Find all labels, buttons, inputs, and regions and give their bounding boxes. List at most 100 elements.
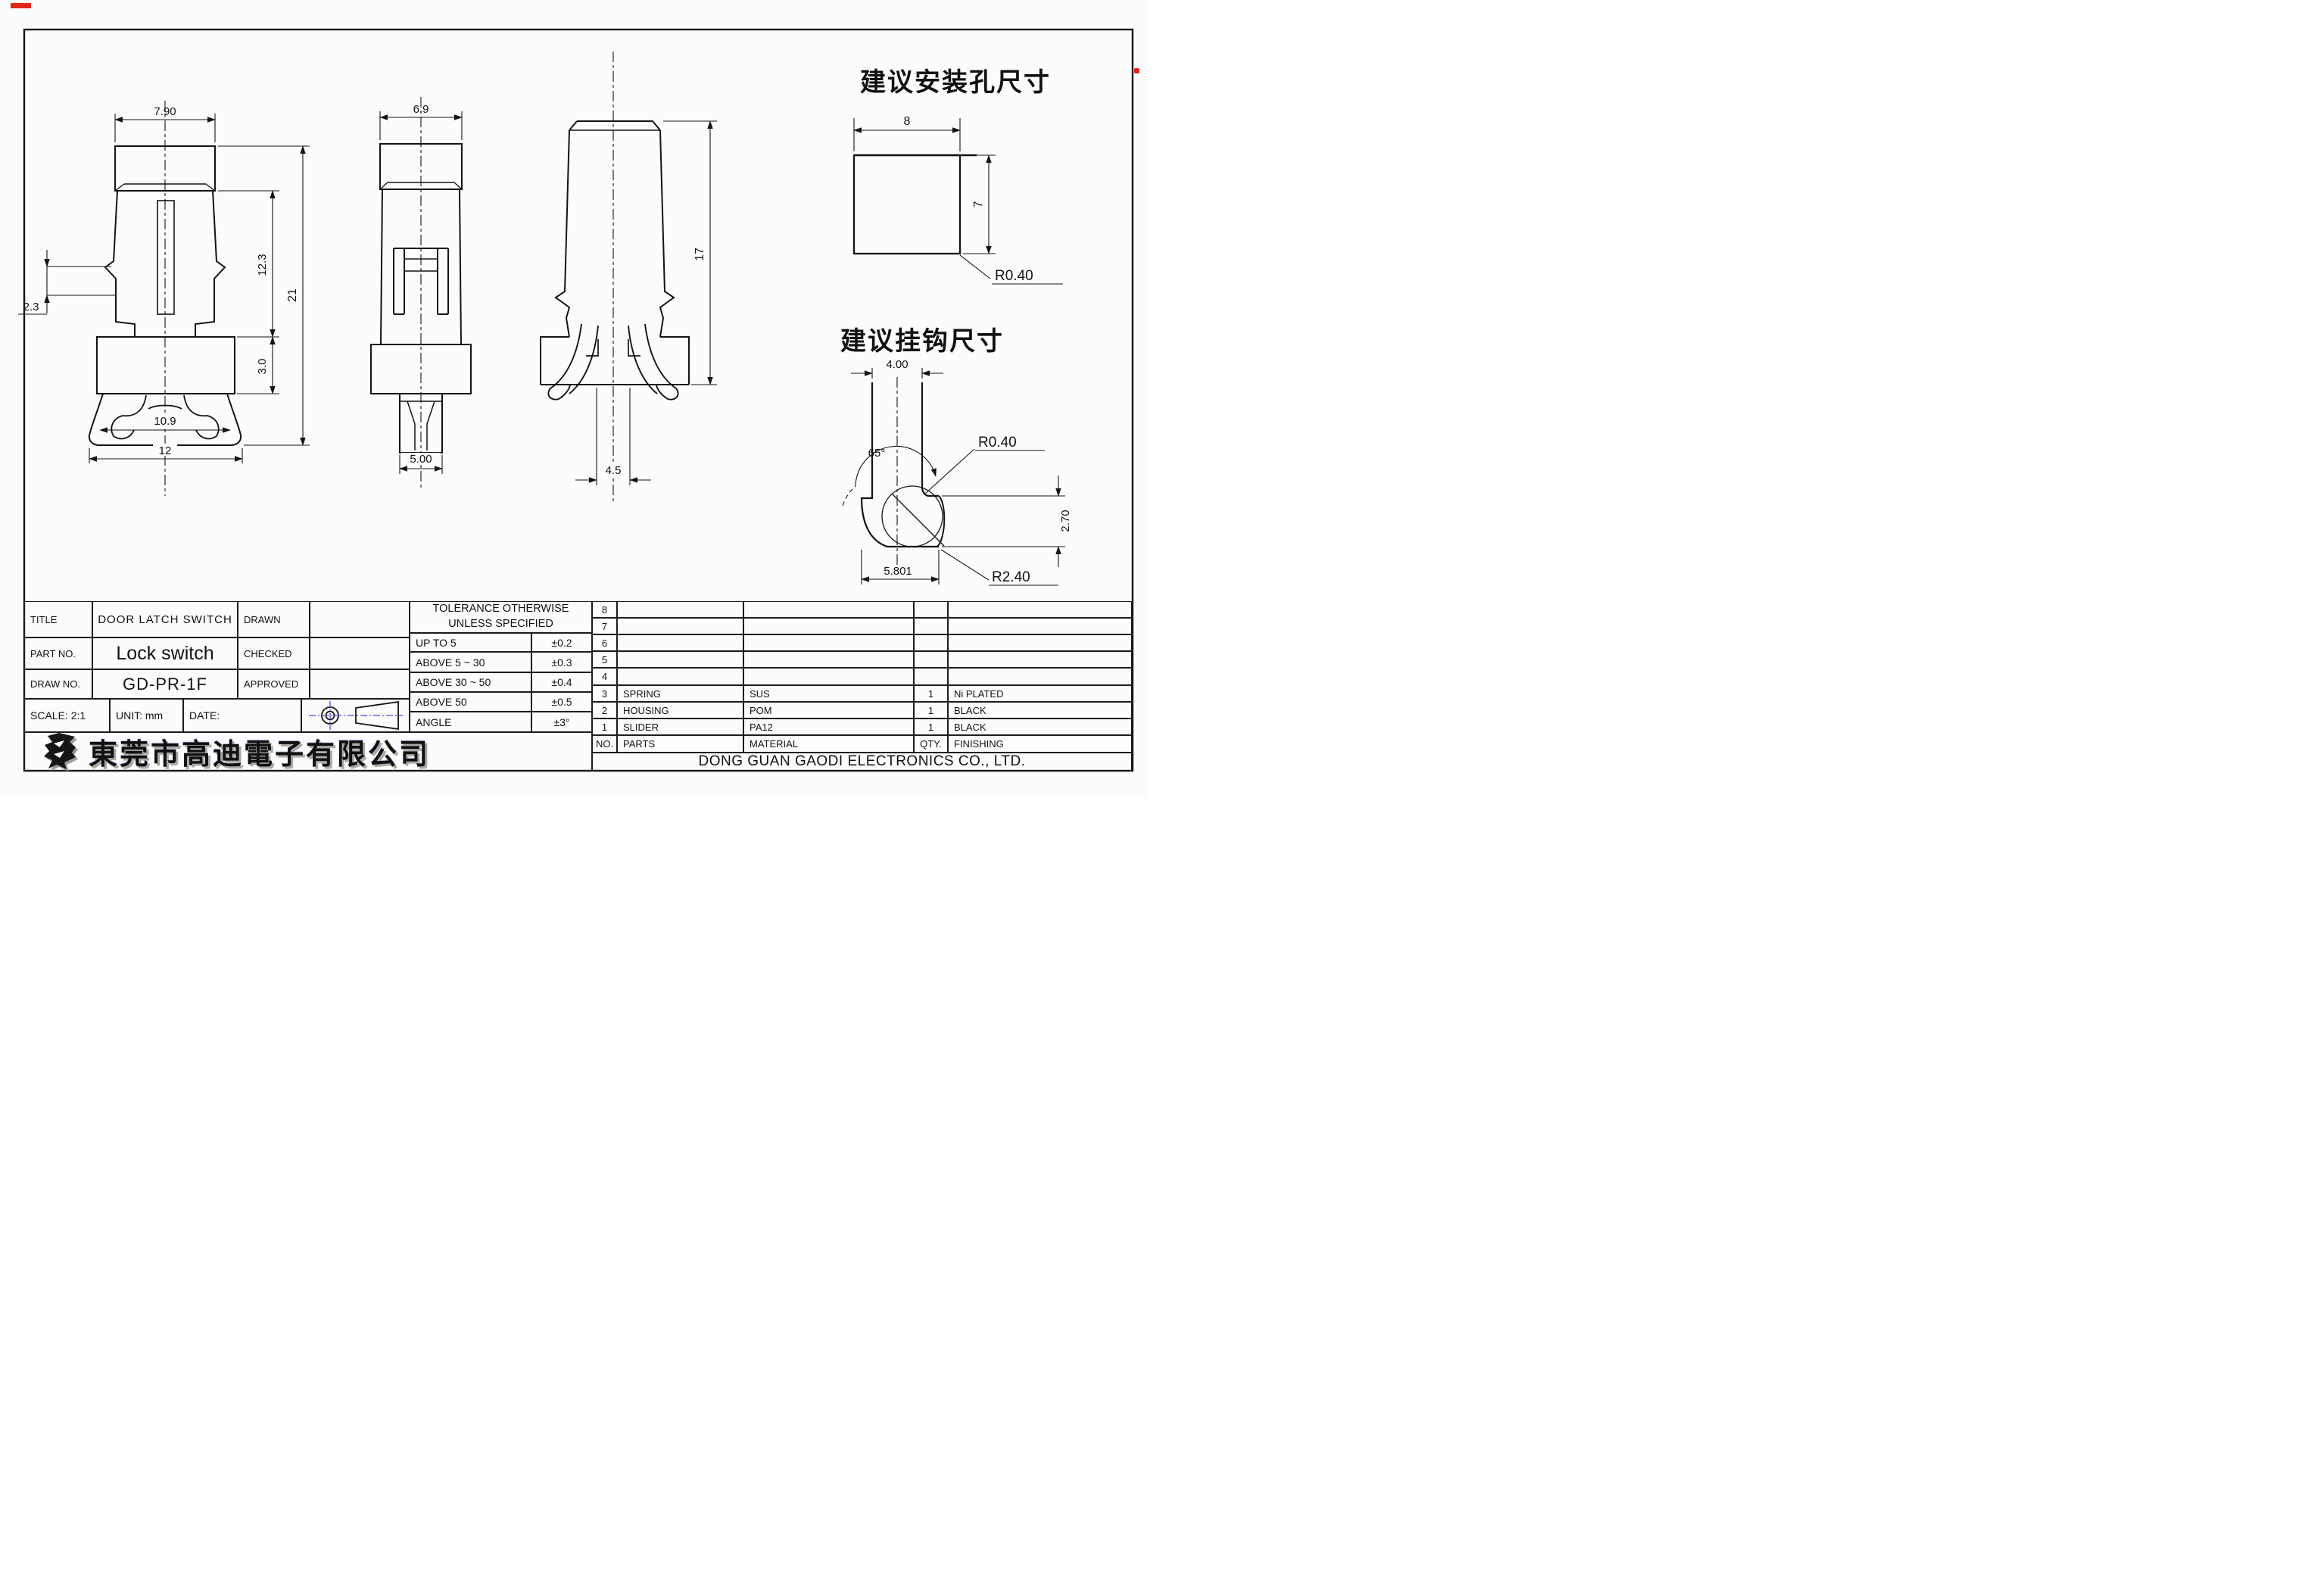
parts-finishing [948, 668, 1132, 685]
parts-part [617, 651, 743, 668]
front-view [88, 101, 242, 496]
partno-label-cell: PART NO. [24, 637, 92, 669]
parts-finishing: Ni PLATED [948, 685, 1132, 702]
hook-detail-dimensions [842, 368, 1065, 586]
scale-cell: SCALE: 2:1 [24, 699, 110, 732]
parts-finishing [948, 618, 1132, 634]
rear-dim-gap: 4.5 [606, 464, 622, 477]
rear-view-dimensions [575, 120, 717, 485]
rear-dim-height: 17 [693, 248, 706, 261]
mounting-hole-dimensions [853, 118, 1063, 285]
approved-value-cell [310, 669, 410, 699]
projection-symbol-cell [301, 699, 410, 732]
dim-mask [598, 464, 628, 476]
partno-value-cell: Lock switch [92, 637, 238, 669]
mount-dim-height: 7 [972, 201, 985, 207]
parts-part: HOUSING [617, 702, 743, 719]
hook-title: 建议挂钩尺寸 [840, 327, 1004, 356]
parts-header-parts: PARTS [617, 735, 743, 753]
parts-no: 2 [592, 702, 617, 719]
parts-finishing [948, 651, 1132, 668]
parts-material [743, 668, 914, 685]
rear-view [540, 51, 690, 501]
front-dim-latch: 2.3 [23, 301, 39, 313]
checked-label-cell: CHECKED [238, 637, 310, 669]
parts-qty: 1 [914, 685, 948, 702]
parts-part [617, 668, 743, 685]
title-label-cell: TITLE [24, 601, 92, 637]
tolerance-range: ABOVE 50 [410, 692, 531, 712]
parts-finishing [948, 634, 1132, 651]
parts-part [617, 601, 743, 618]
scan-artifact-right [1134, 68, 1139, 73]
parts-qty: 1 [914, 719, 948, 735]
unit-cell: UNIT: mm [110, 699, 183, 732]
tolerance-range: ANGLE [410, 712, 531, 732]
hook-dim-radius-bottom: R2.40 [992, 569, 1030, 585]
parts-qty [914, 601, 948, 618]
parts-finishing: BLACK [948, 719, 1132, 735]
sheet-border [23, 28, 1134, 772]
drawn-label-cell: DRAWN [238, 601, 310, 637]
drawno-label-cell: DRAW NO. [24, 669, 92, 699]
drawn-value-cell [310, 601, 410, 637]
date-cell: DATE: [183, 699, 301, 732]
front-dim-slot: 12.3 [256, 254, 269, 276]
hook-dim-radius-top: R0.40 [978, 435, 1017, 450]
parts-header-material: MATERIAL [743, 735, 914, 753]
mount-dim-radius: R0.40 [995, 268, 1033, 284]
parts-material: PA12 [743, 719, 914, 735]
parts-material [743, 601, 914, 618]
parts-part: SPRING [617, 685, 743, 702]
parts-qty [914, 634, 948, 651]
tolerance-value: ±0.4 [531, 672, 592, 692]
mounting-hole-title: 建议安装孔尺寸 [860, 68, 1051, 97]
parts-material [743, 651, 914, 668]
front-view-dimensions [18, 114, 310, 463]
tolerance-value: ±3° [531, 712, 592, 732]
parts-no: 3 [592, 685, 617, 702]
company-logo-icon [44, 732, 78, 771]
parts-finishing [948, 601, 1132, 618]
scan-artifact-topleft [11, 3, 31, 8]
parts-no: 6 [592, 634, 617, 651]
parts-part [617, 634, 743, 651]
mounting-hole-detail [852, 154, 977, 255]
tolerance-range: ABOVE 30 ~ 50 [410, 672, 531, 692]
tolerance-value: ±0.2 [531, 633, 592, 652]
drawno-value-cell: GD-PR-1F [92, 669, 238, 699]
front-dim-width-top: 7.90 [154, 105, 176, 118]
tolerance-value: ±0.5 [531, 692, 592, 712]
parts-header-finishing: FINISHING [948, 735, 1132, 753]
parts-qty [914, 651, 948, 668]
title-value-cell: DOOR LATCH SWITCH [92, 601, 238, 637]
hook-dim-width: 4.00 [886, 358, 908, 371]
hook-detail [860, 377, 946, 566]
front-dim-step: 3.0 [256, 359, 269, 375]
front-dim-total: 21 [286, 288, 299, 302]
approved-label-cell: APPROVED [238, 669, 310, 699]
hook-dim-angle: 65° [868, 447, 886, 460]
dim-mask [147, 415, 183, 427]
mount-dim-width: 8 [904, 115, 911, 128]
parts-qty: 1 [914, 702, 948, 719]
parts-material: POM [743, 702, 914, 719]
side-dim-width: 6.9 [413, 103, 429, 116]
parts-header-qty: QTY. [914, 735, 948, 753]
company-name-en: DONG GUAN GAODI ELECTRONICS CO., LTD. [592, 753, 1132, 771]
dim-mask [401, 453, 441, 465]
tolerance-range: ABOVE 5 ~ 30 [410, 652, 531, 672]
side-view-dimensions [379, 111, 463, 474]
parts-no: 8 [592, 601, 617, 618]
parts-material [743, 634, 914, 651]
parts-qty [914, 668, 948, 685]
first-angle-projection-icon [309, 700, 403, 731]
side-dim-stem: 5.00 [410, 453, 432, 466]
parts-material: SUS [743, 685, 914, 702]
parts-finishing: BLACK [948, 702, 1132, 719]
parts-header-no: NO. [592, 735, 617, 753]
parts-part [617, 618, 743, 634]
parts-qty [914, 618, 948, 634]
tolerance-value: ±0.3 [531, 652, 592, 672]
parts-no: 7 [592, 618, 617, 634]
